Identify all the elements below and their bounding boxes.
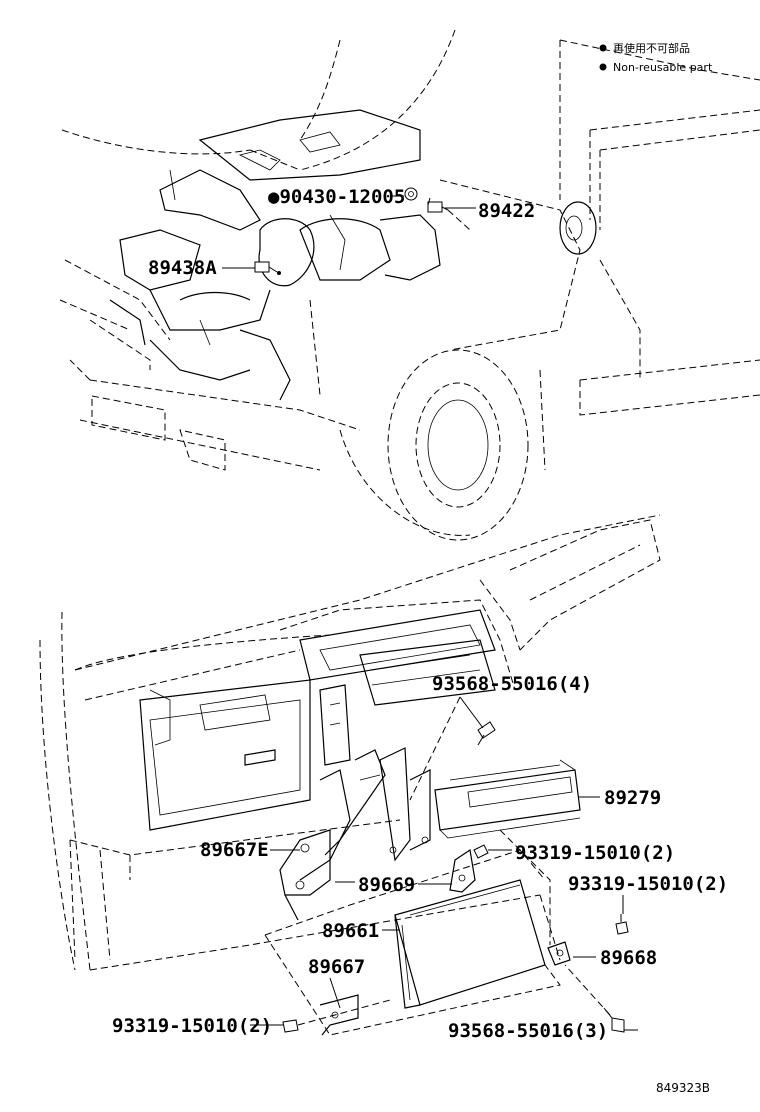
label-93319-15010-a: 93319-15010(2) <box>515 842 675 864</box>
label-93568-55016-4: 93568-55016(4) <box>432 673 592 695</box>
label-89669: 89669 <box>358 874 415 896</box>
bolt-icon <box>615 914 629 935</box>
bolt-icon <box>282 1019 299 1033</box>
label-89667: 89667 <box>308 956 365 978</box>
sensor-89438a-icon <box>254 261 281 275</box>
gasket-90430-icon <box>404 187 418 201</box>
dashboard-illustration <box>39 514 661 1036</box>
legend-japanese: 再使用不可部品 <box>613 41 690 55</box>
label-89661: 89661 <box>322 920 379 942</box>
label-89422: 89422 <box>478 200 535 222</box>
diagram-code: 849323B <box>656 1081 710 1095</box>
legend-english: Non-reusable part <box>613 61 713 74</box>
label-93319-15010-b: 93319-15010(2) <box>568 873 728 895</box>
label-93568-55016-3: 93568-55016(3) <box>448 1020 608 1042</box>
legend-bullet-icon <box>599 44 607 52</box>
vehicle-front-illustration <box>59 29 760 541</box>
label-93319-15010-c: 93319-15010(2) <box>112 1015 272 1037</box>
label-89668: 89668 <box>600 947 657 969</box>
label-89438a: 89438A <box>148 257 217 279</box>
label-90430-12005: ●90430-12005 <box>268 186 405 208</box>
bolt-icon <box>477 721 496 746</box>
label-89279: 89279 <box>604 787 661 809</box>
sensor-89422-icon <box>427 197 449 213</box>
legend: 再使用不可部品 Non-reusable part <box>599 41 713 74</box>
bolt-icon <box>473 844 489 859</box>
bolt-icon <box>603 1007 625 1033</box>
legend-bullet-icon <box>599 63 607 71</box>
label-89667e: 89667E <box>200 839 269 861</box>
